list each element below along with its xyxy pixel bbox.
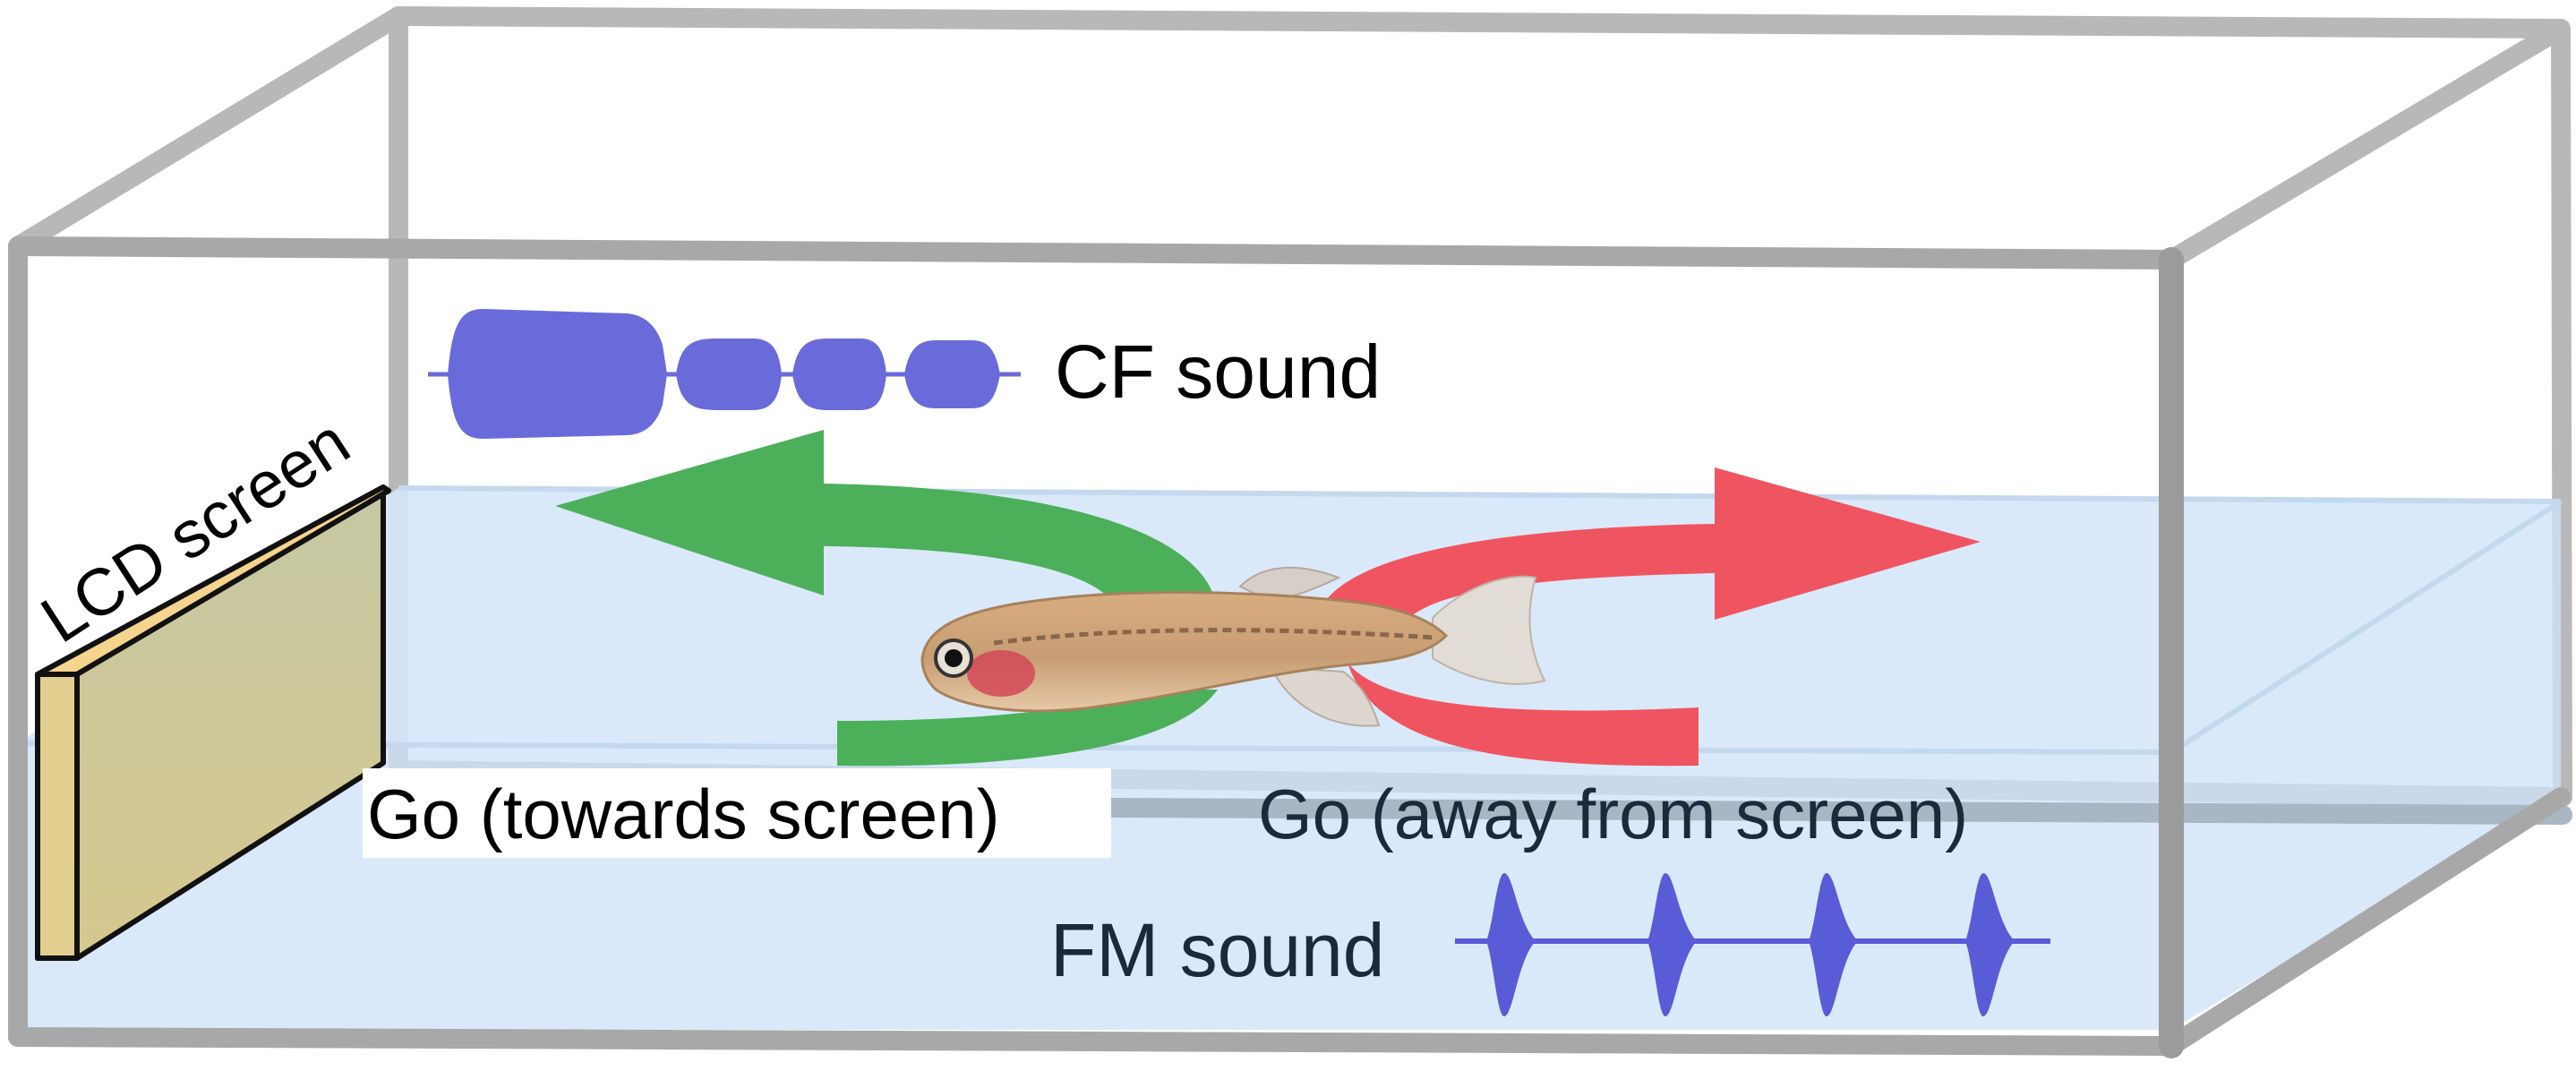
go-towards-label-bg: [363, 768, 1111, 858]
go-away-from-screen-label: Go (away from screen): [1258, 775, 1968, 853]
fm-waveform-icon: [1455, 873, 2050, 1016]
fm-sound-label: FM sound: [1050, 908, 1385, 992]
cf-waveform-icon: [428, 309, 1021, 439]
lcd-screen: [35, 484, 391, 961]
red-arrow-away-from-screen: [1316, 467, 1981, 767]
zebrafish-larva-icon: [920, 566, 1546, 727]
green-arrow-towards-screen: [555, 430, 1218, 767]
cf-sound-label: CF sound: [1055, 330, 1381, 414]
go-towards-screen-label: Go (towards screen): [367, 775, 1000, 853]
tank-front-frame: [8, 236, 2571, 1056]
